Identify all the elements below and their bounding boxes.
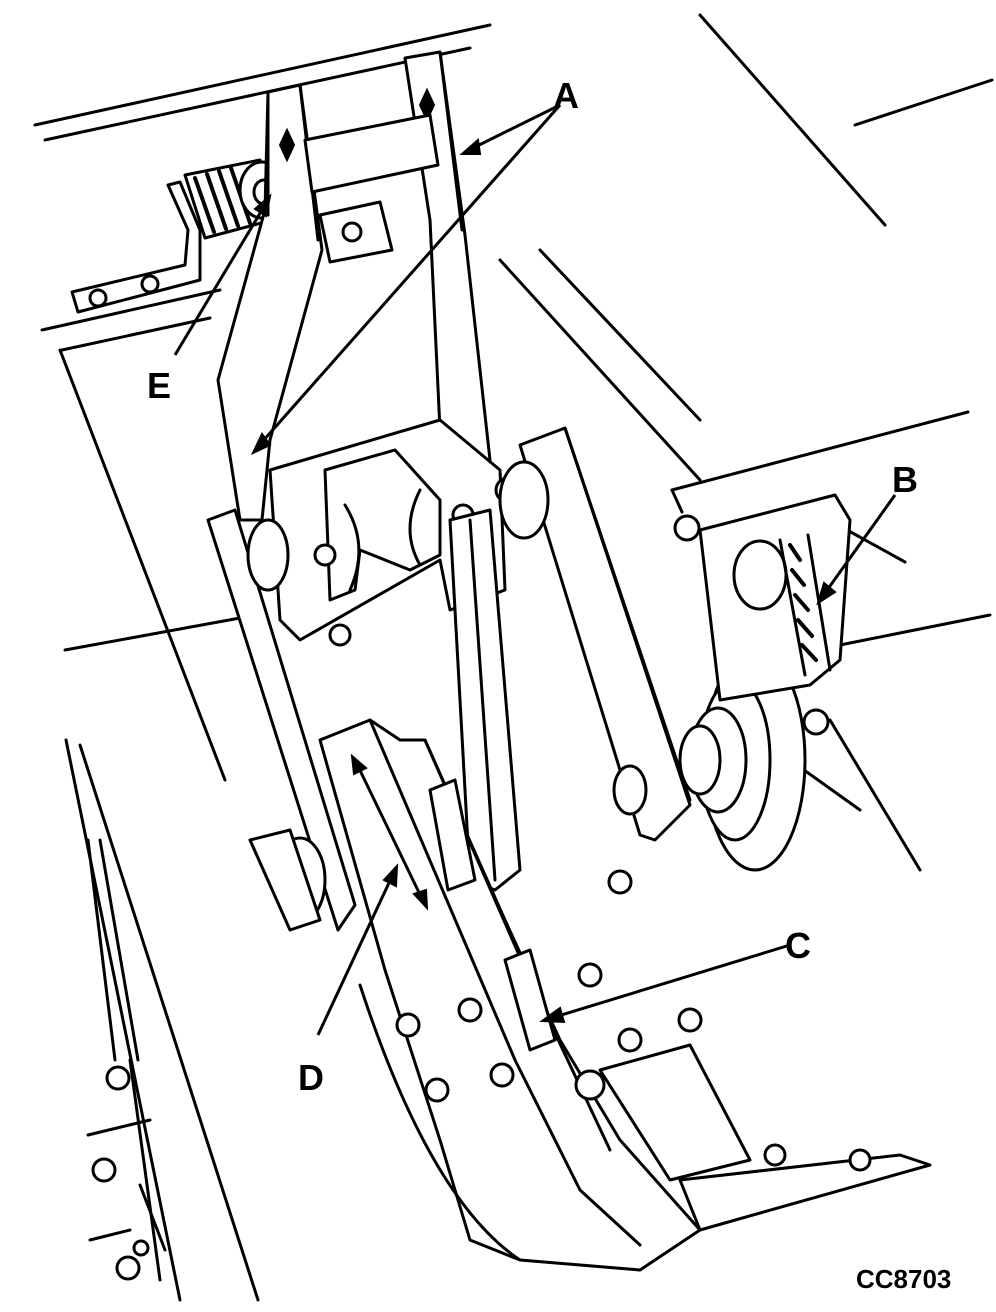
housing-lines (33, 13, 994, 1302)
deck-nuts (395, 869, 872, 1172)
callout-d: D (298, 1057, 324, 1098)
callout-a: A (553, 75, 579, 116)
figure-id: CC8703 (856, 1264, 951, 1294)
center-link (448, 508, 522, 892)
callout-e: E (147, 365, 171, 406)
top-plate (318, 200, 394, 264)
lower-channel (318, 718, 932, 1272)
callout-c: C (785, 925, 811, 966)
callout-b: B (892, 459, 918, 500)
drive-chain (673, 493, 852, 736)
leader-lines (173, 103, 897, 1036)
pulley (678, 648, 807, 872)
cross-bar (303, 113, 440, 194)
left-swing-arm (206, 508, 357, 932)
lower-left-bracket (86, 1065, 167, 1281)
right-swing-arm (498, 426, 692, 842)
